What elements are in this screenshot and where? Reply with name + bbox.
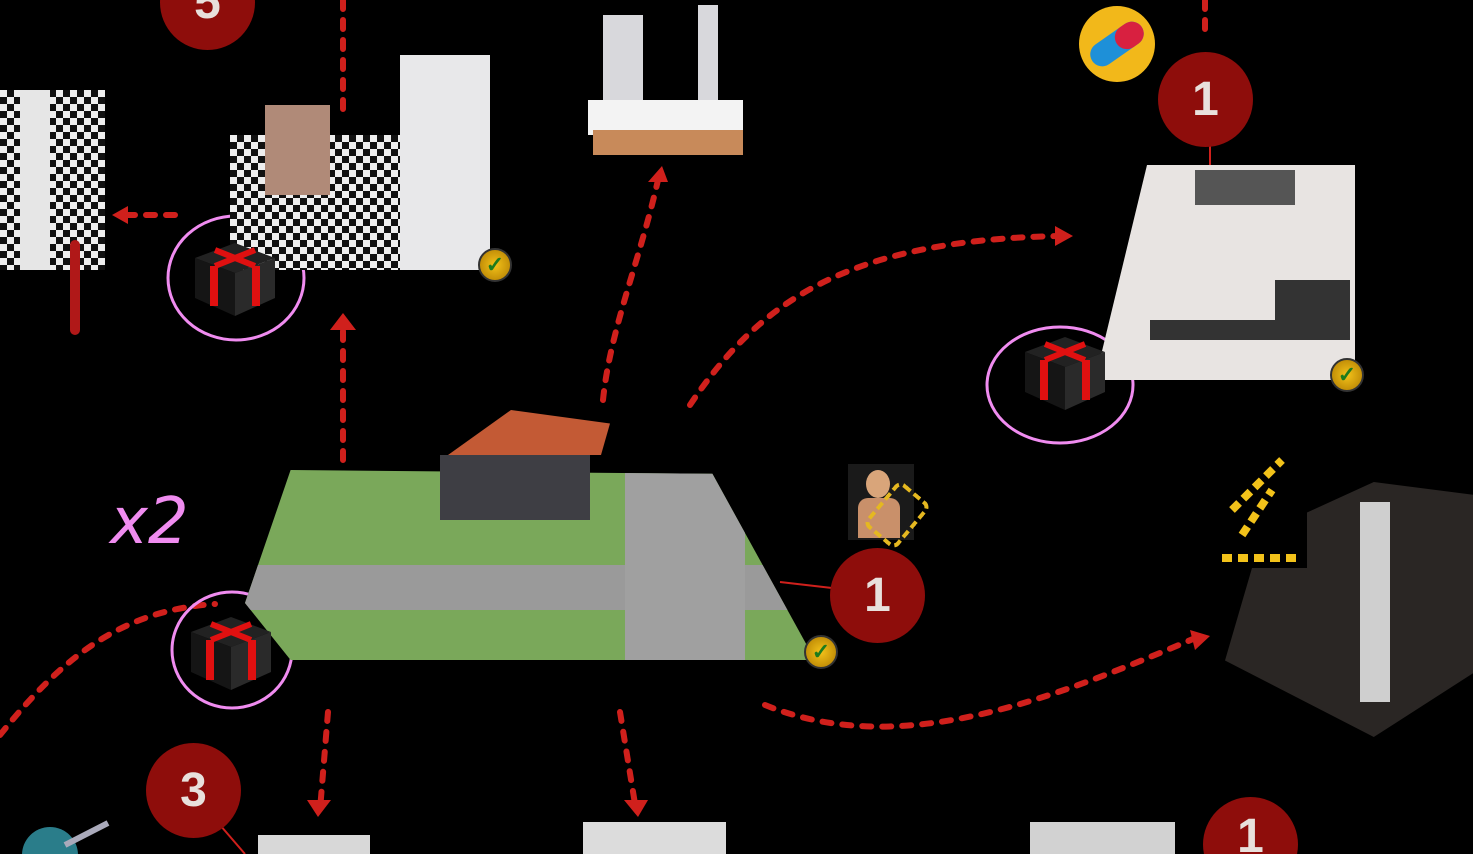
reception-desk <box>588 100 743 135</box>
arrowhead <box>330 313 356 330</box>
checkmark-icon: ✓ <box>478 248 512 282</box>
character-body <box>858 498 900 538</box>
badge-connector <box>779 581 833 589</box>
arrowhead <box>1055 226 1073 246</box>
dining-table <box>1195 170 1295 205</box>
path-to-bedroom <box>762 633 1203 730</box>
count-badge: 3 <box>146 743 241 838</box>
count-badge: 1 <box>830 548 925 643</box>
room-wall <box>603 15 643 105</box>
reception-desk-base <box>593 130 743 155</box>
room-bottom-1[interactable] <box>258 835 370 854</box>
house-roof <box>448 410 610 455</box>
bed <box>265 105 330 195</box>
arrowhead <box>112 206 128 224</box>
sofa <box>1150 320 1350 340</box>
gift-box-icon[interactable] <box>186 612 276 692</box>
character-figure <box>70 240 80 335</box>
chained-character-icon[interactable] <box>848 464 932 551</box>
room-left[interactable] <box>0 90 105 335</box>
path-left <box>0 601 218 738</box>
count-badge: 1 <box>1158 52 1253 147</box>
path-to-reception <box>600 177 661 403</box>
construction-icon[interactable] <box>1212 450 1307 568</box>
badge-connector <box>219 824 246 854</box>
room-wall <box>20 90 50 270</box>
arrowhead <box>307 800 331 817</box>
house-body <box>440 455 590 520</box>
key-icon[interactable] <box>20 815 115 854</box>
character-head <box>866 470 890 498</box>
highlight-circle <box>985 325 1135 445</box>
gift-box-icon[interactable] <box>190 238 280 318</box>
arrowhead <box>1190 630 1210 650</box>
handwritten-multiplier: x2 <box>110 485 189 559</box>
room-wall <box>698 5 718 105</box>
gift-box-icon[interactable] <box>1020 332 1110 412</box>
room-bedroom-wall <box>400 55 490 270</box>
room-wall <box>1360 502 1390 702</box>
pill-icon[interactable] <box>1072 2 1162 87</box>
path-to-livingroom <box>687 233 1063 408</box>
path-down-2 <box>617 709 639 813</box>
checkmark-icon: ✓ <box>1330 358 1364 392</box>
room-bedroom[interactable] <box>230 105 430 270</box>
sofa <box>1275 280 1350 325</box>
road <box>625 470 745 660</box>
room-livingroom[interactable] <box>1095 165 1355 380</box>
room-bottom-3[interactable] <box>1030 822 1175 854</box>
arrowhead <box>648 166 668 182</box>
house <box>420 410 610 520</box>
checkmark-icon: ✓ <box>804 635 838 669</box>
arrowhead <box>624 800 648 817</box>
path-down-1 <box>317 709 331 813</box>
room-reception[interactable] <box>588 5 753 163</box>
room-bottom-2[interactable] <box>583 822 726 854</box>
